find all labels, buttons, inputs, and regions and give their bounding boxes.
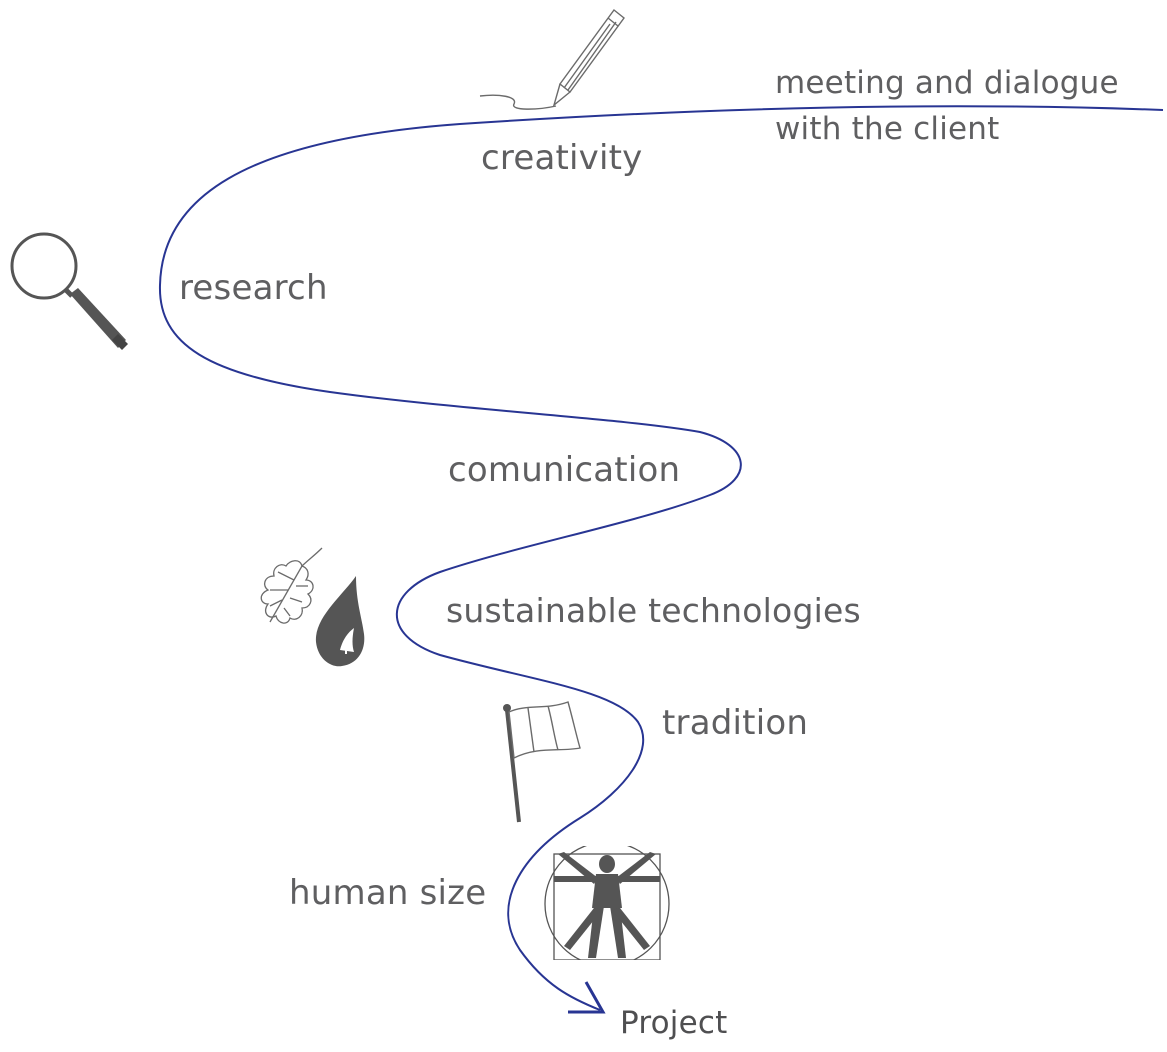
- winding-line: [158, 105, 1164, 1011]
- stage-sustainable-technologies: sustainable technologies: [446, 591, 861, 630]
- oak-leaf-icon: [260, 547, 323, 624]
- stage-meeting-line1: meeting and dialogue: [775, 65, 1119, 101]
- stage-meeting-line2: with the client: [775, 111, 1000, 147]
- water-drop-icon: [315, 576, 365, 667]
- stage-tradition: tradition: [662, 703, 809, 743]
- magnifier-icon: [10, 232, 128, 350]
- stage-human-size: human size: [289, 873, 487, 913]
- stage-creativity: creativity: [481, 138, 643, 178]
- stage-research: research: [179, 268, 328, 308]
- flag-icon: [503, 701, 581, 823]
- vitruvian-man-icon: [544, 846, 670, 960]
- pencil-icon: [479, 8, 625, 110]
- arrow-head: [568, 981, 606, 1014]
- endpoint-project: Project: [620, 1005, 728, 1041]
- stage-comunication: comunication: [448, 450, 681, 490]
